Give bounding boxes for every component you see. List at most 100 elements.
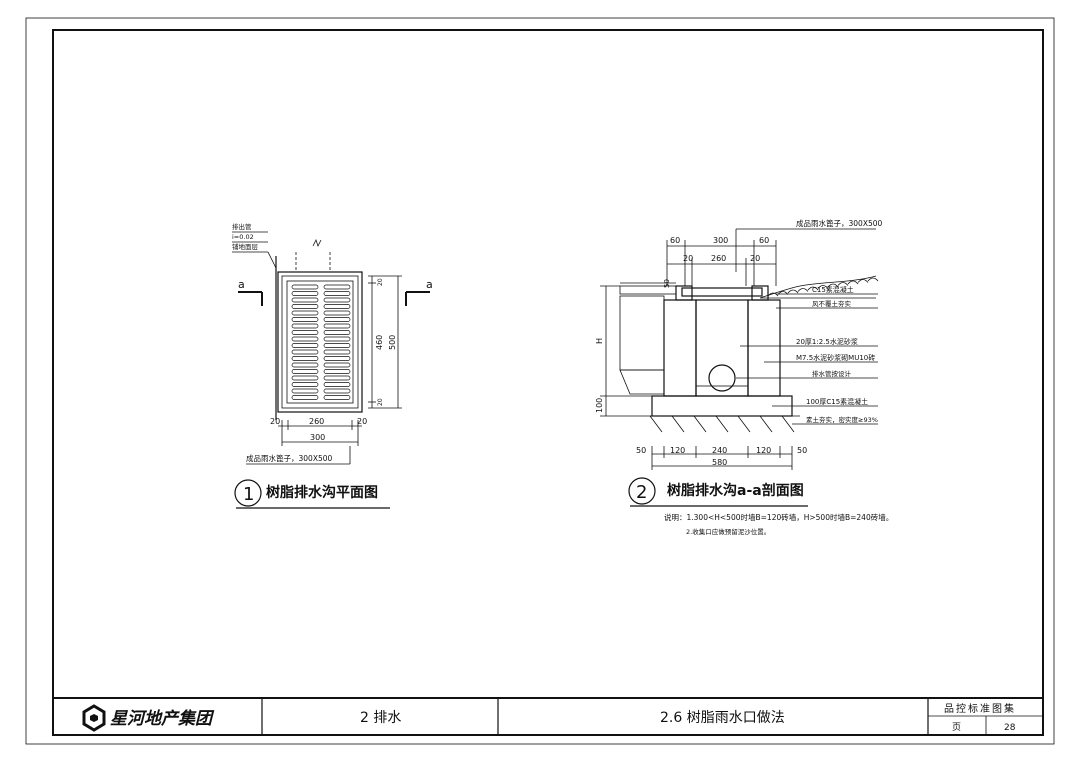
ground-arc: [767, 292, 779, 297]
note-line-1: 说明：1.300<H<500时墙B=120砖墙，H>500时墙B=240砖墙。: [664, 512, 893, 522]
ground-arc: [847, 280, 859, 285]
section-dim-top2-left: 20: [683, 254, 693, 263]
section-mark-left: a: [238, 278, 245, 291]
grate-slot: [291, 349, 319, 355]
plan-dim-right-mid: 460: [375, 335, 384, 350]
grate-slot: [323, 284, 351, 290]
callout-mortar: 20厚1:2.5水泥砂浆: [796, 337, 858, 346]
grate-slot: [323, 369, 351, 374]
outer-border: [25, 17, 1055, 745]
collection-label: 品控标准图集: [944, 702, 1016, 715]
grate-slot: [323, 336, 351, 342]
ground-arc: [827, 283, 839, 288]
section-view: 成品雨水篦子，300X500 60 300 60 20 260 20 50: [595, 218, 893, 536]
ground-arc: [817, 285, 829, 289]
section-dim-top2-right: 20: [750, 254, 760, 263]
ground-arc: [857, 279, 869, 283]
section-dim-top-right: 60: [759, 236, 769, 245]
grate-slot: [323, 330, 351, 335]
grate-slot: [323, 304, 351, 309]
plan-dim-bottom-mid: 260: [309, 417, 324, 426]
grate-slot: [291, 317, 319, 322]
section-dim-bottom-4: 120: [756, 446, 771, 455]
section-view-number: 2: [636, 482, 647, 503]
slope-label-grade: i=0.02: [232, 233, 254, 241]
section-mark-right: a: [426, 278, 433, 291]
grate-slot: [291, 284, 319, 290]
note-line-2: 2.收集口应做预留泥沙位置。: [686, 527, 770, 536]
ground-arc: [807, 286, 819, 291]
ground-arc: [797, 288, 809, 292]
grate-slot: [323, 362, 351, 368]
section-dim-100: 100: [595, 398, 604, 413]
grate-slot: [291, 362, 319, 368]
grate-slot: [323, 343, 351, 348]
grate-slot: [291, 336, 319, 342]
grate-slot: [323, 349, 351, 355]
grate-slot: [323, 388, 351, 394]
grate-slot: [291, 356, 319, 361]
grate-slot: [291, 343, 319, 348]
section-dim-bottom-3: 240: [712, 446, 727, 455]
section-dim-bottom-1: 50: [636, 446, 646, 455]
grate-slots: [291, 284, 351, 400]
section-dim-top-mid: 300: [713, 236, 728, 245]
callout-c15-concrete: C15素混凝土: [812, 285, 854, 294]
grate-slot: [291, 323, 319, 329]
ground-arc: [837, 282, 849, 286]
plan-view-number: 1: [243, 484, 254, 505]
company-logo-text: 星河地产集团: [110, 709, 215, 729]
logo-icon: [82, 704, 106, 732]
plan-dim-right-bottom: 20: [377, 398, 384, 406]
plan-dim-right-total: 500: [388, 335, 397, 350]
inner-border: [52, 29, 1044, 736]
ground-arc: [867, 277, 879, 282]
grate-slot: [291, 388, 319, 394]
ground-arc: [787, 289, 799, 294]
section-view-title: 树脂排水沟a-a剖面图: [667, 482, 804, 499]
section-dim-50: 50: [663, 279, 671, 288]
grate-slot: [291, 304, 319, 309]
plan-view: a a 排出管 i=0.02 铺地面层 20 460 20 500: [232, 222, 433, 509]
plan-dim-bottom-right: 20: [357, 417, 367, 426]
grate-slot: [291, 375, 319, 381]
section-grate-note: 成品雨水篦子，300X500: [796, 218, 882, 228]
grate-slot: [323, 382, 351, 387]
grate-slot: [291, 330, 319, 335]
callout-soil: 风不覆土夯实: [812, 299, 852, 308]
plan-dim-bottom-left: 20: [270, 417, 280, 426]
grate-slot: [323, 395, 351, 400]
grate-slot: [323, 375, 351, 381]
grate-slot: [291, 291, 319, 296]
grate-slot: [323, 317, 351, 322]
title-block: 星河地产集团 2 排水 2.6 树脂雨水口做法 品控标准图集 页 28: [53, 697, 1043, 735]
callout-pipe: 排水管按设计: [812, 369, 852, 378]
grate-slot: [323, 356, 351, 361]
section-dim-bottom-total: 580: [712, 458, 727, 467]
page-number: 28: [1004, 723, 1016, 733]
section-dim-bottom-5: 50: [797, 446, 807, 455]
callout-base: 100厚C15素混凝土: [806, 397, 868, 406]
grate-slot: [323, 323, 351, 329]
grate-slot: [291, 395, 319, 400]
plan-grate-note: 成品雨水篦子，300X500: [246, 453, 332, 463]
grate-slot: [291, 297, 319, 303]
callout-compaction: 素土夯实，密实度≥93%: [806, 415, 878, 424]
grate-slot: [291, 310, 319, 316]
grate-slot: [323, 291, 351, 296]
page-label: 页: [952, 722, 961, 733]
plan-dim-total: 300: [310, 433, 325, 442]
grate-slot: [291, 382, 319, 387]
grate-slot: [291, 369, 319, 374]
plan-dim-right-top: 20: [377, 278, 384, 286]
section-dim-bottom-2: 120: [670, 446, 685, 455]
sheet-title: 2.6 树脂雨水口做法: [660, 710, 785, 726]
slope-label-outlet: 排出管: [232, 222, 252, 231]
grate-slot: [323, 310, 351, 316]
section-dim-top-left: 60: [670, 236, 680, 245]
grate-slot: [323, 297, 351, 303]
slope-label-paving: 铺地面层: [232, 242, 259, 251]
callout-brick: M7.5水泥砂浆砌MU10砖: [796, 353, 875, 362]
plan-view-title: 树脂排水沟平面图: [266, 484, 378, 501]
